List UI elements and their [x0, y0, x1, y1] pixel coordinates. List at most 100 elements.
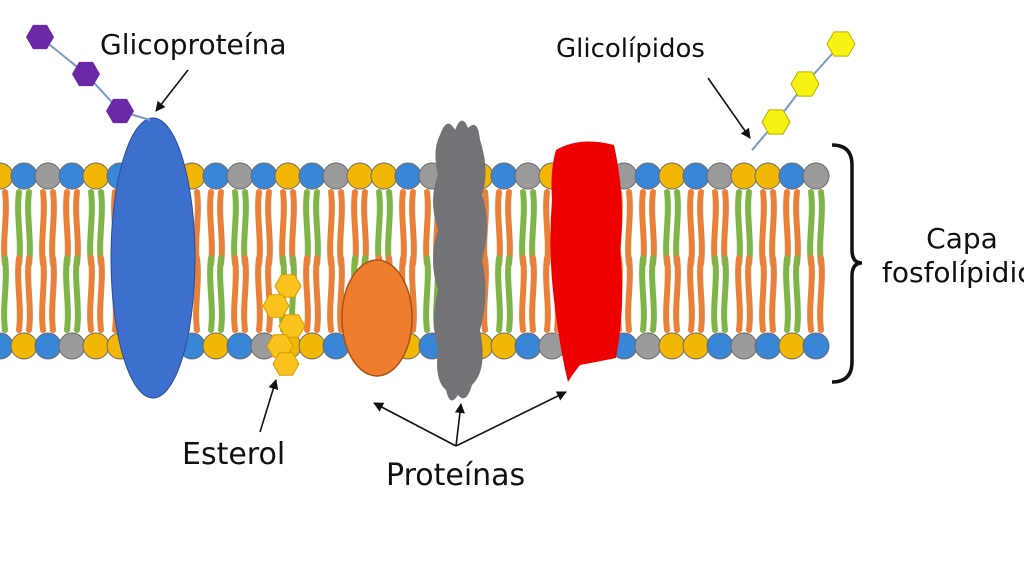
sterol-label: Esterol — [182, 437, 286, 472]
orange-protein — [341, 259, 413, 377]
lipid-tail — [769, 189, 777, 267]
lipid-tail — [73, 189, 81, 267]
lipid-tail — [313, 255, 321, 333]
lipid-head-top — [754, 162, 782, 190]
lipid-tail — [217, 255, 225, 333]
yellow-sugar — [826, 31, 856, 57]
protein-arrow-middle — [454, 403, 465, 447]
lipid-tail — [711, 255, 719, 333]
lipid-tail — [39, 189, 47, 267]
glycolipid-chain-link — [751, 43, 842, 151]
lipid-tail — [735, 189, 743, 267]
sterol-ring — [274, 274, 302, 298]
lipid-tail — [279, 189, 287, 267]
lipid-tail — [351, 189, 359, 267]
lipid-head-bottom — [706, 332, 734, 360]
lipid-tail — [519, 255, 527, 333]
lipid-head-top — [274, 162, 302, 190]
lipid-head-bottom — [802, 332, 830, 360]
sterol-hexagons — [262, 274, 306, 376]
lipid-tail — [87, 189, 95, 267]
lipid-head-bottom — [730, 332, 758, 360]
annotation-arrows — [155, 69, 751, 447]
lipid-tail — [15, 255, 23, 333]
lipid-tail — [807, 255, 815, 333]
sugar-chains — [26, 24, 856, 151]
lipid-head-top — [634, 162, 662, 190]
glycolipids-arrow — [707, 77, 751, 139]
lipid-head-top — [682, 162, 710, 190]
lipid-head-top — [802, 162, 830, 190]
lipid-tail — [361, 189, 369, 267]
lipid-tail — [721, 255, 729, 333]
bracket-icon — [831, 143, 863, 384]
lipid-tail — [793, 255, 801, 333]
lipid-head-bottom — [298, 332, 326, 360]
sterol-ring — [262, 294, 290, 318]
lipid-head-bottom — [754, 332, 782, 360]
lipid-tail — [265, 255, 273, 333]
lipid-head-bottom — [778, 332, 806, 360]
lipid-head-bottom — [682, 332, 710, 360]
purple-sugar — [26, 24, 54, 50]
lipid-tail — [63, 255, 71, 333]
lipid-tail — [663, 189, 671, 267]
lipid-tail — [505, 189, 513, 267]
lipid-tail — [409, 255, 417, 333]
lipid-tail — [409, 189, 417, 267]
lipid-tail — [663, 255, 671, 333]
lipid-tail — [25, 189, 33, 267]
lipid-head-bottom — [226, 332, 254, 360]
lipid-tail — [639, 255, 647, 333]
proteins-label: Proteínas — [386, 458, 526, 493]
lipid-tail — [193, 255, 201, 333]
lipid-tail — [39, 255, 47, 333]
lipid-head-top — [82, 162, 110, 190]
lipid-head-bottom — [34, 332, 62, 360]
lipid-tail — [265, 189, 273, 267]
lipid-tail — [231, 255, 239, 333]
sterol-ring — [272, 352, 300, 376]
lipid-tail — [207, 189, 215, 267]
lipid-tail — [817, 255, 825, 333]
purple-sugar — [72, 61, 100, 87]
lipid-head-bottom — [658, 332, 686, 360]
lipid-head-top — [58, 162, 86, 190]
lipid-tail — [639, 189, 647, 267]
lipid-tail — [25, 255, 33, 333]
gray-protein — [433, 120, 487, 401]
glycolipids-label: Glicolípidos — [556, 34, 705, 64]
purple-sugar — [106, 98, 134, 124]
lipid-tail — [687, 255, 695, 333]
membrane-proteins — [110, 117, 623, 401]
lipid-head-bottom — [634, 332, 662, 360]
lipid-head-top — [346, 162, 374, 190]
lipid-tail — [49, 189, 57, 267]
lipid-tail — [63, 189, 71, 267]
lipid-tail — [1, 189, 9, 267]
lipid-tail — [87, 255, 95, 333]
lipid-tail — [495, 255, 503, 333]
lipid-tail — [529, 189, 537, 267]
protein-arrow-right — [455, 391, 567, 447]
lipid-tail — [711, 189, 719, 267]
lipid-tail — [423, 255, 431, 333]
lipid-tail — [793, 189, 801, 267]
lipid-head-top — [778, 162, 806, 190]
lipid-head-bottom — [514, 332, 542, 360]
lipid-tail — [543, 189, 551, 267]
lipid-tail — [817, 189, 825, 267]
lipid-head-top — [226, 162, 254, 190]
lipid-head-top — [394, 162, 422, 190]
lipid-head-top — [490, 162, 518, 190]
lipid-tail — [303, 255, 311, 333]
glycoprotein-chain-link — [39, 36, 151, 121]
lipid-head-bottom — [490, 332, 518, 360]
lipid-tail — [423, 189, 431, 267]
lipid-tail — [15, 189, 23, 267]
lipid-tail — [375, 189, 383, 267]
lipid-tail — [625, 255, 633, 333]
lipid-tail — [255, 189, 263, 267]
lipid-head-bottom — [10, 332, 38, 360]
